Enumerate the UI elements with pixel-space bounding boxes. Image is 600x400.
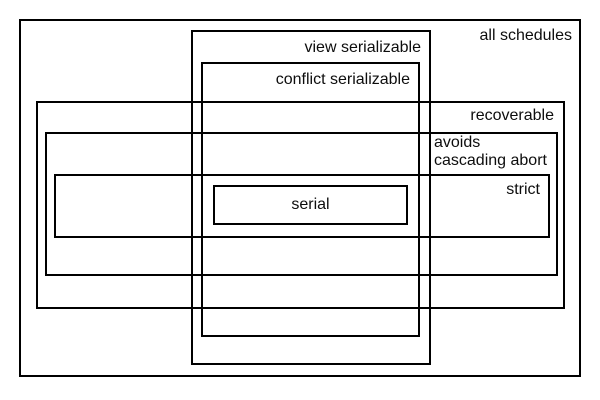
label-serial: serial (291, 196, 330, 213)
set-avoids-cascading-abort (45, 132, 558, 276)
set-serial (213, 185, 408, 225)
set-strict (54, 174, 550, 238)
set-all-schedules (19, 19, 581, 377)
set-conflict-serializable (201, 62, 420, 337)
label-view-serializable: view serializable (304, 39, 422, 56)
label-avoids-cascading-abort: avoids cascading abort (434, 134, 547, 169)
label-recoverable: recoverable (470, 107, 554, 124)
label-conflict-serializable: conflict serializable (275, 71, 410, 88)
set-view-serializable (191, 30, 431, 365)
label-strict: strict (506, 181, 540, 198)
set-recoverable (36, 101, 565, 309)
label-all-schedules: all schedules (479, 27, 573, 44)
